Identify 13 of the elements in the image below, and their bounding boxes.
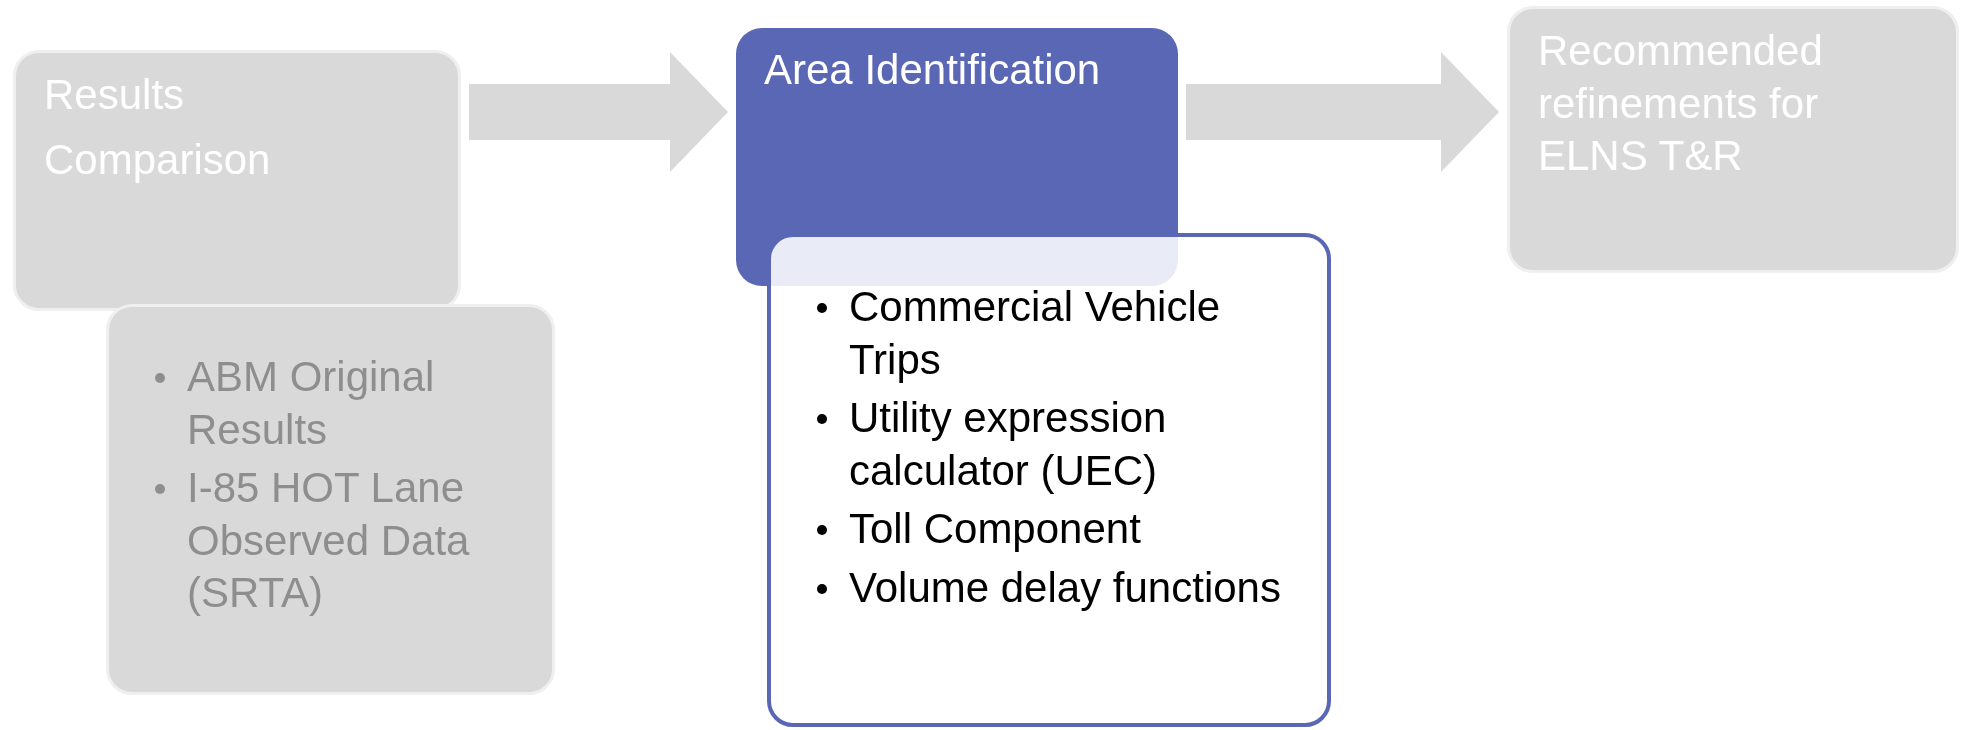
bullet-list-box — [767, 233, 1331, 727]
bullet-list-box — [106, 304, 555, 695]
process-box — [13, 50, 461, 311]
bullet-item: Commercial Vehicle Trips — [813, 281, 1307, 386]
bullet-item: Toll Component — [813, 503, 1307, 556]
bullet-item: ABM Original Results — [151, 351, 532, 456]
bullet-item: I-85 HOT Lane Observed Data (SRTA) — [151, 462, 532, 620]
box-title: Area Identification — [764, 45, 1102, 95]
bullet-item: Utility expression calculator (UEC) — [813, 392, 1307, 497]
block-arrow — [1186, 52, 1499, 172]
block-arrow — [469, 52, 728, 172]
process-box — [1507, 6, 1959, 273]
bullet-item: Volume delay functions — [813, 561, 1307, 614]
